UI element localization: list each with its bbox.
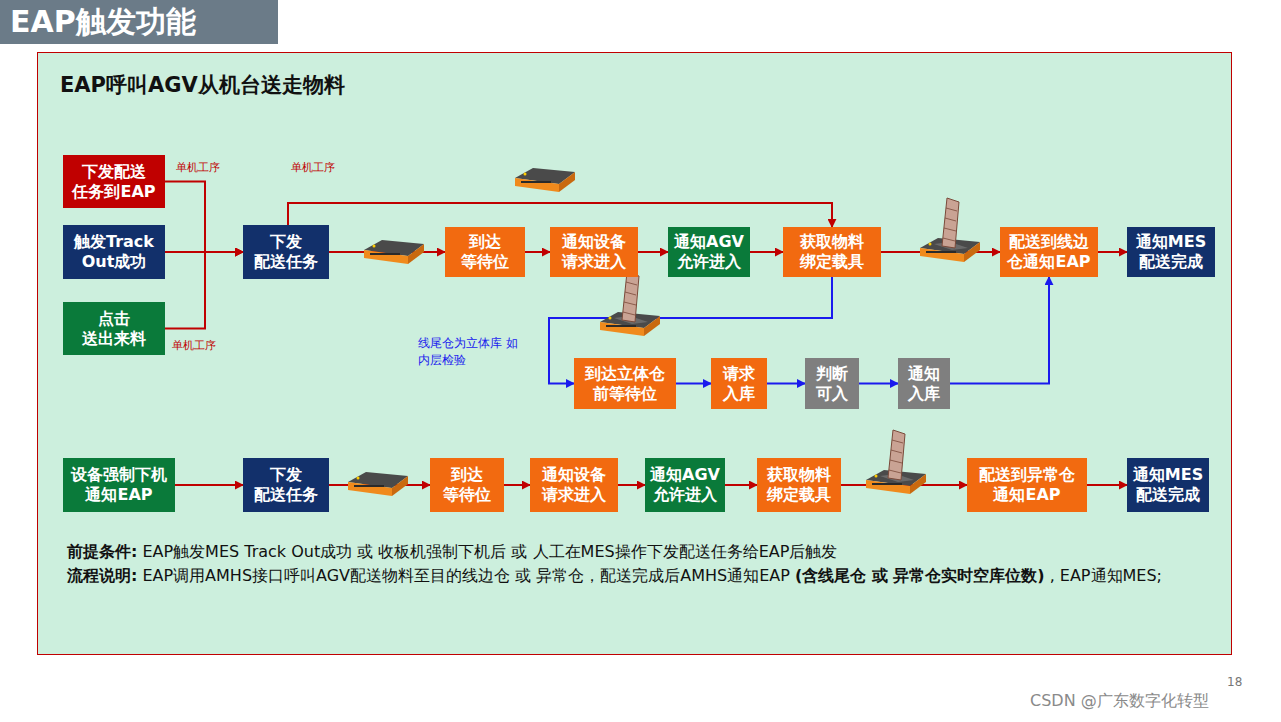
box-label: 配送到线边 仓通知EAP xyxy=(1004,232,1094,272)
note-text: 线尾仓为立体库 如内层检验 xyxy=(418,336,518,367)
process-box: 下发配送 任务到EAP xyxy=(63,155,165,208)
text-group: 18 xyxy=(1227,674,1257,691)
text-group: CSDN @广东数字化转型 xyxy=(1030,690,1270,712)
process-box: 配送到线边 仓通知EAP xyxy=(1000,227,1098,277)
process-box: 下发 配送任务 xyxy=(243,225,329,279)
page-number: 18 xyxy=(1227,675,1242,689)
text-group: 流程说明: EAP调用AMHS接口呼叫AGV配送物料至目的线边仓 或 异常仓，配送… xyxy=(67,565,1217,587)
flow-arrow xyxy=(525,251,550,253)
process-box: 通知 入库 xyxy=(898,358,950,409)
watermark: CSDN @广东数字化转型 xyxy=(1030,691,1209,710)
edge-label: 单机工序 xyxy=(176,160,220,175)
process-box: 触发Track Out成功 xyxy=(63,225,165,279)
flow-arrow xyxy=(329,484,430,486)
flow-arrow xyxy=(950,277,1049,384)
flow-arrow xyxy=(1098,251,1127,253)
process-box: 通知MES 配送完成 xyxy=(1127,227,1215,277)
box-label: 触发Track Out成功 xyxy=(67,232,161,272)
flow-arrow xyxy=(288,203,832,227)
note-text: 流程说明: xyxy=(67,566,137,585)
flow-arrow xyxy=(676,383,711,385)
note-text: 前提条件: xyxy=(67,542,137,561)
agv-loaded-icon xyxy=(866,430,926,494)
agv-icon xyxy=(364,240,424,264)
edge-label: 单机工序 xyxy=(291,160,335,175)
title-bar: EAP触发功能 xyxy=(0,0,278,44)
box-label: 请求 入库 xyxy=(715,364,763,404)
text-group: 前提条件: EAP触发MES Track Out成功 或 收板机强制下机后 或 人… xyxy=(67,541,1227,563)
agv-icon xyxy=(515,168,575,192)
process-box: 获取物料 绑定载具 xyxy=(757,458,841,512)
process-box: 到达 等待位 xyxy=(445,227,525,277)
panel-heading: EAP呼叫AGV从机台送走物料 xyxy=(60,71,345,99)
flow-panel: EAP呼叫AGV从机台送走物料下发配送 任务到EAP 触发Track Out成功点… xyxy=(37,52,1232,655)
flow-arrow xyxy=(175,484,243,486)
flow-arrow xyxy=(859,383,898,385)
process-box: 判断 可入 xyxy=(805,358,859,409)
box-label: 通知 入库 xyxy=(902,364,946,404)
note-text: EAP调用AMHS接口呼叫AGV配送物料至目的线边仓 或 异常仓，配送完成后AM… xyxy=(142,566,789,585)
connector-layer xyxy=(38,53,1231,654)
edge-label: 单机工序 xyxy=(172,338,216,353)
box-label: 下发 配送任务 xyxy=(247,465,325,505)
flow-arrow xyxy=(165,182,243,253)
flow-arrow xyxy=(329,251,445,253)
text-group: 线尾仓为立体库 如内层检验 xyxy=(418,335,522,369)
flow-arrow xyxy=(1087,484,1127,486)
agv-icon xyxy=(348,472,408,496)
box-label: 通知MES 配送完成 xyxy=(1131,465,1205,505)
process-box: 通知AGV 允许进入 xyxy=(645,458,725,512)
flow-arrow xyxy=(638,251,668,253)
box-label: 下发配送 任务到EAP xyxy=(67,162,161,202)
box-label: 下发 配送任务 xyxy=(247,232,325,272)
note-text: EAP触发MES Track Out成功 或 收板机强制下机后 或 人工在MES… xyxy=(142,542,837,561)
box-label: 到达立体仓 前等待位 xyxy=(578,364,672,404)
agv-loaded-icon xyxy=(600,272,660,336)
process-box: 到达立体仓 前等待位 xyxy=(574,358,676,409)
flow-arrow xyxy=(504,484,530,486)
box-label: 判断 可入 xyxy=(809,364,855,404)
process-box: 到达 等待位 xyxy=(430,458,504,512)
flow-arrow xyxy=(165,252,243,329)
process-box: 通知设备 请求进入 xyxy=(550,227,638,277)
box-label: 到达 等待位 xyxy=(449,232,521,272)
process-box: 设备强制下机 通知EAP xyxy=(63,458,175,512)
note-text: , EAP通知MES; xyxy=(1050,566,1162,585)
flow-arrow xyxy=(841,484,967,486)
box-label: 设备强制下机 通知EAP xyxy=(67,465,171,505)
box-label: 到达 等待位 xyxy=(434,465,500,505)
process-box: 点击 送出来料 xyxy=(63,302,165,355)
box-label: 配送到异常仓 通知EAP xyxy=(971,465,1083,505)
process-box: 通知AGV 允许进入 xyxy=(668,227,750,277)
box-label: 通知设备 请求进入 xyxy=(554,232,634,272)
box-label: 通知AGV 允许进入 xyxy=(672,232,746,272)
box-label: 获取物料 绑定载具 xyxy=(787,232,877,272)
box-label: 通知AGV 允许进入 xyxy=(649,465,721,505)
box-label: 获取物料 绑定载具 xyxy=(761,465,837,505)
process-box: 获取物料 绑定载具 xyxy=(783,227,881,277)
agv-loaded-icon xyxy=(920,198,980,262)
process-box: 配送到异常仓 通知EAP xyxy=(967,458,1087,512)
process-box: 通知MES 配送完成 xyxy=(1127,458,1209,512)
flow-arrow xyxy=(725,484,757,486)
title-text: EAP触发功能 xyxy=(10,2,196,43)
flow-arrow xyxy=(881,251,1000,253)
process-box: 下发 配送任务 xyxy=(243,458,329,512)
flow-arrow xyxy=(618,484,645,486)
flow-arrow xyxy=(767,383,805,385)
note-text: (含线尾仓 或 异常仓实时空库位数) xyxy=(795,566,1045,585)
process-box: 请求 入库 xyxy=(711,358,767,409)
box-label: 点击 送出来料 xyxy=(67,309,161,349)
flow-arrow xyxy=(750,251,783,253)
box-label: 通知MES 配送完成 xyxy=(1131,232,1211,272)
process-box: 通知设备 请求进入 xyxy=(530,458,618,512)
box-label: 通知设备 请求进入 xyxy=(534,465,614,505)
